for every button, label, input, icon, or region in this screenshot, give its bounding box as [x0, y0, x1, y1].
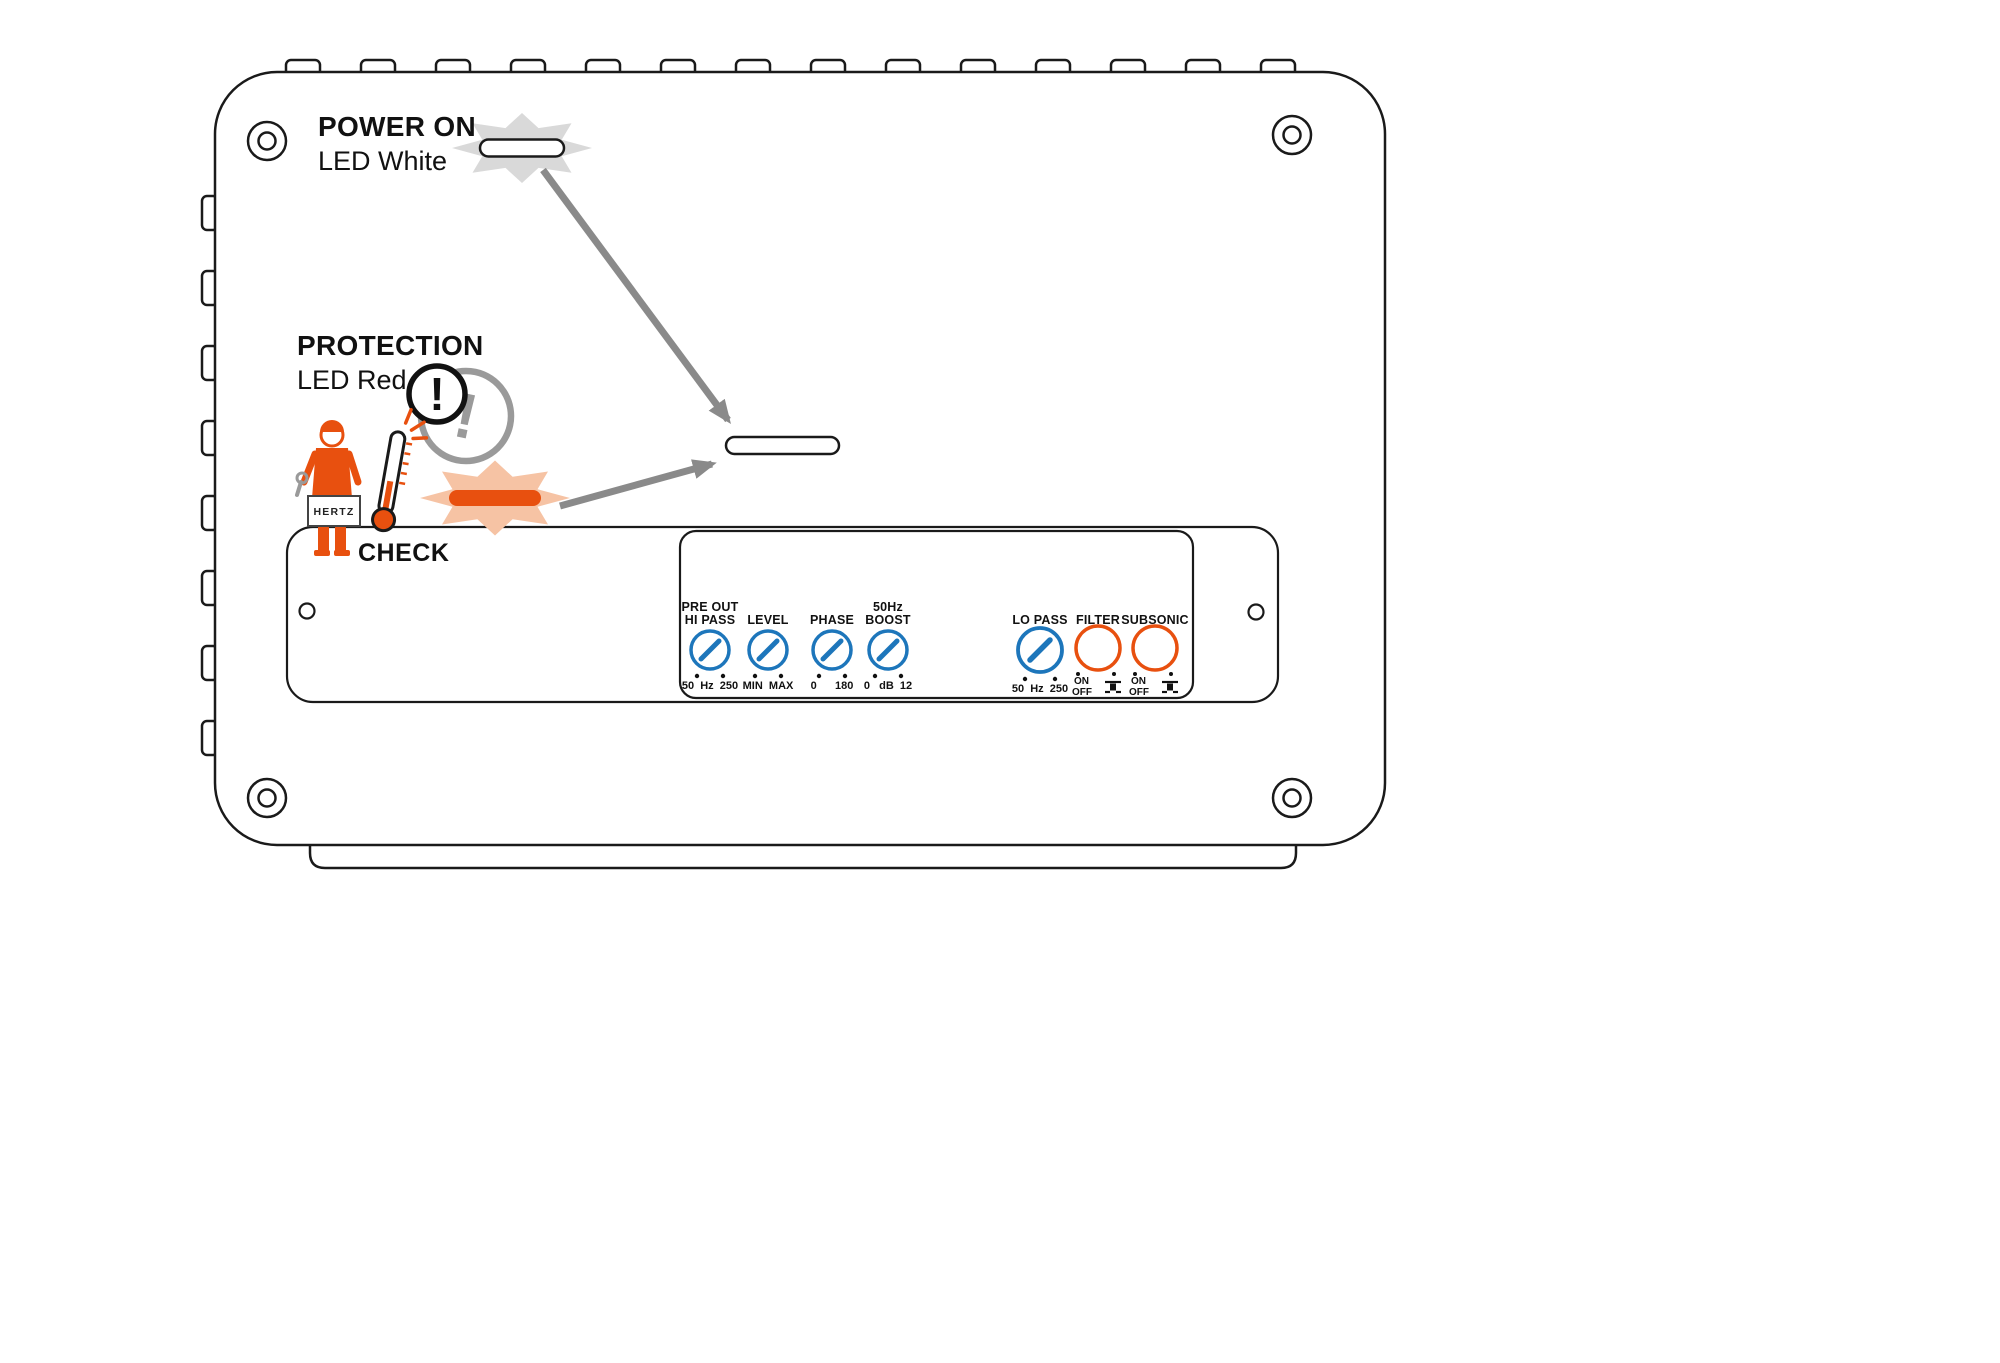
label-boost: BOOST — [865, 613, 911, 627]
recess-screw-right — [1247, 603, 1265, 621]
technician-icon: HERTZ — [295, 420, 362, 556]
label-subsonic: SUBSONIC — [1121, 613, 1189, 627]
control-plate — [678, 529, 1195, 700]
protection-subtitle: LED Red — [297, 365, 407, 395]
push-switch-icon — [1162, 680, 1178, 694]
check-label: CHECK — [358, 539, 450, 567]
filter-on-label: ON — [1074, 676, 1089, 687]
label-phase: PHASE — [809, 613, 855, 627]
filter-off-label: OFF — [1072, 687, 1092, 698]
corner-screw-bottom-left — [246, 777, 288, 819]
arrow-power-led — [540, 167, 731, 425]
protection-led-red — [449, 490, 541, 506]
switch-subsonic — [1131, 624, 1179, 694]
hertz-sign — [307, 495, 361, 527]
corner-screw-top-left — [246, 120, 288, 162]
scale-phase: 0 180 — [810, 680, 854, 692]
power-on-title: POWER ON — [318, 111, 476, 142]
label-level: LEVEL — [747, 613, 789, 627]
subsonic-on-label: ON — [1131, 676, 1146, 687]
label-50hz: 50Hz — [873, 600, 903, 614]
corner-screws — [246, 114, 1313, 819]
warning-glyph-black: ! — [429, 368, 444, 420]
chassis-led-slot — [724, 435, 841, 456]
scale-hi-pass: 50 Hz 250 — [681, 680, 739, 692]
scale-boost: 0 dB 12 — [863, 680, 913, 692]
label-lo-pass: LO PASS — [1012, 613, 1068, 627]
chassis-bottom-lip — [308, 845, 1298, 870]
scale-level: MIN MAX — [742, 680, 794, 692]
label-hi-pass: HI PASS — [684, 613, 736, 627]
thermometer-ticks — [398, 442, 413, 486]
protection-title: PROTECTION — [297, 330, 484, 361]
label-pre-out: PRE OUT — [681, 600, 739, 614]
label-filter: FILTER — [1075, 613, 1121, 627]
knob-lo-pass — [1016, 626, 1064, 682]
subsonic-off-label: OFF — [1129, 687, 1149, 698]
thermometer-icon — [371, 408, 429, 533]
heat-spark-icon — [403, 408, 429, 441]
knob-boost-50hz — [867, 629, 909, 679]
power-on-subtitle: LED White — [318, 146, 448, 176]
arrow-protection-led — [559, 459, 717, 510]
push-switch-icon — [1105, 680, 1121, 694]
power-led-white — [478, 138, 566, 158]
hertz-sign-label: HERTZ — [314, 506, 355, 518]
switch-filter — [1074, 624, 1122, 694]
recess-screw-left — [298, 602, 316, 620]
corner-screw-top-right — [1271, 114, 1313, 156]
warning-icon-black: ! — [406, 363, 468, 425]
knob-pre-out-hi-pass — [689, 629, 731, 679]
knob-level — [747, 629, 789, 679]
corner-screw-bottom-right — [1271, 777, 1313, 819]
scale-lo-pass: 50 Hz 250 — [1011, 683, 1069, 695]
knob-phase — [811, 629, 853, 679]
